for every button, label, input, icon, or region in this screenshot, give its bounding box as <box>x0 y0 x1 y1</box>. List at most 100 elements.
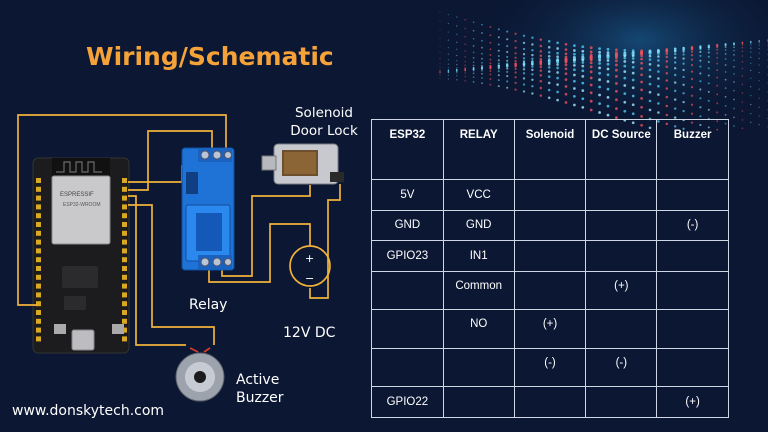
background-dot <box>481 46 483 49</box>
background-dot <box>506 38 509 41</box>
background-dot <box>699 97 702 100</box>
background-dot <box>497 70 500 73</box>
background-dot <box>464 43 466 45</box>
header-pin <box>122 257 127 263</box>
background-dot <box>472 72 475 75</box>
background-dot <box>581 106 585 109</box>
background-dot <box>472 81 475 83</box>
background-dot <box>472 29 475 32</box>
background-dot <box>497 43 500 46</box>
background-dot <box>564 60 568 64</box>
background-dot <box>665 71 669 75</box>
background-dot <box>547 66 551 69</box>
background-dot <box>724 44 727 47</box>
background-dot <box>741 42 744 44</box>
background-dot <box>631 57 635 60</box>
background-dot <box>758 123 760 126</box>
background-dot <box>456 41 458 44</box>
background-dot <box>556 60 559 64</box>
table-cell: (+) <box>585 270 658 310</box>
background-dot <box>439 70 441 72</box>
background-dot <box>456 68 458 71</box>
background-dot <box>556 66 559 70</box>
background-dot <box>456 63 458 66</box>
background-dot <box>657 111 660 114</box>
background-dot <box>733 59 735 62</box>
table-cell: GPIO23 <box>371 240 444 272</box>
background-dot <box>539 74 543 77</box>
background-dot <box>531 92 534 95</box>
background-dot <box>514 32 517 35</box>
background-dot <box>589 46 593 50</box>
background-dot <box>556 90 559 94</box>
background-dot <box>556 83 559 86</box>
background-dot <box>472 68 475 70</box>
background-dot <box>581 61 585 64</box>
background-dot <box>589 70 593 74</box>
background-dot <box>489 67 492 70</box>
background-dot <box>758 97 760 99</box>
background-dot <box>640 67 643 70</box>
background-dot <box>690 58 694 61</box>
background-dot <box>447 46 450 49</box>
buzzer-label-line1: Active <box>236 372 280 388</box>
background-dot <box>741 83 744 86</box>
background-dot <box>489 26 492 28</box>
background-dot <box>623 84 627 87</box>
background-dot <box>547 46 551 49</box>
background-dot <box>564 63 568 67</box>
header-pin <box>36 336 41 342</box>
background-dot <box>573 95 576 98</box>
background-dot <box>531 73 534 76</box>
table-header-cell: Solenoid <box>513 119 587 180</box>
background-dot <box>589 76 593 80</box>
background-dot <box>640 73 643 77</box>
background-dot <box>489 83 492 86</box>
table-cell: (-) <box>656 209 729 241</box>
header-pin <box>36 310 41 315</box>
background-dot <box>439 72 441 74</box>
header-pin <box>36 266 41 271</box>
background-dot <box>758 79 760 82</box>
background-dot <box>547 51 551 54</box>
background-dot <box>481 61 483 64</box>
background-dot <box>439 45 441 47</box>
background-dot <box>615 89 618 93</box>
background-dot <box>447 74 450 77</box>
background-dot <box>733 54 735 56</box>
header-pin <box>122 230 127 236</box>
background-dot <box>573 68 576 72</box>
background-dot <box>439 20 441 22</box>
background-dot <box>514 59 517 63</box>
header-pin <box>36 248 41 254</box>
background-dot <box>506 30 509 33</box>
background-dot <box>464 67 466 70</box>
background-dot <box>758 42 760 44</box>
background-dot <box>631 94 635 98</box>
background-dot <box>464 69 466 72</box>
background-dot <box>472 21 475 24</box>
background-dot <box>598 71 601 75</box>
background-dot <box>707 46 710 49</box>
background-dot <box>758 106 760 108</box>
background-dot <box>673 48 677 51</box>
background-dot <box>447 13 450 16</box>
background-dot <box>758 88 760 90</box>
background-dot <box>750 42 752 44</box>
background-dot <box>673 56 677 59</box>
background-dot <box>615 56 618 60</box>
background-dot <box>690 94 694 97</box>
background-dot <box>615 116 618 120</box>
background-dot <box>464 18 466 21</box>
table-row: GPIO22(+) <box>371 386 729 418</box>
background-dot <box>707 67 710 70</box>
table-cell <box>656 347 729 387</box>
background-dot <box>589 56 593 60</box>
background-dot <box>447 70 450 73</box>
background-dot <box>547 75 551 78</box>
background-dot <box>682 68 685 72</box>
background-dot <box>750 112 752 115</box>
background-dot <box>447 69 450 72</box>
background-dot <box>741 67 744 70</box>
